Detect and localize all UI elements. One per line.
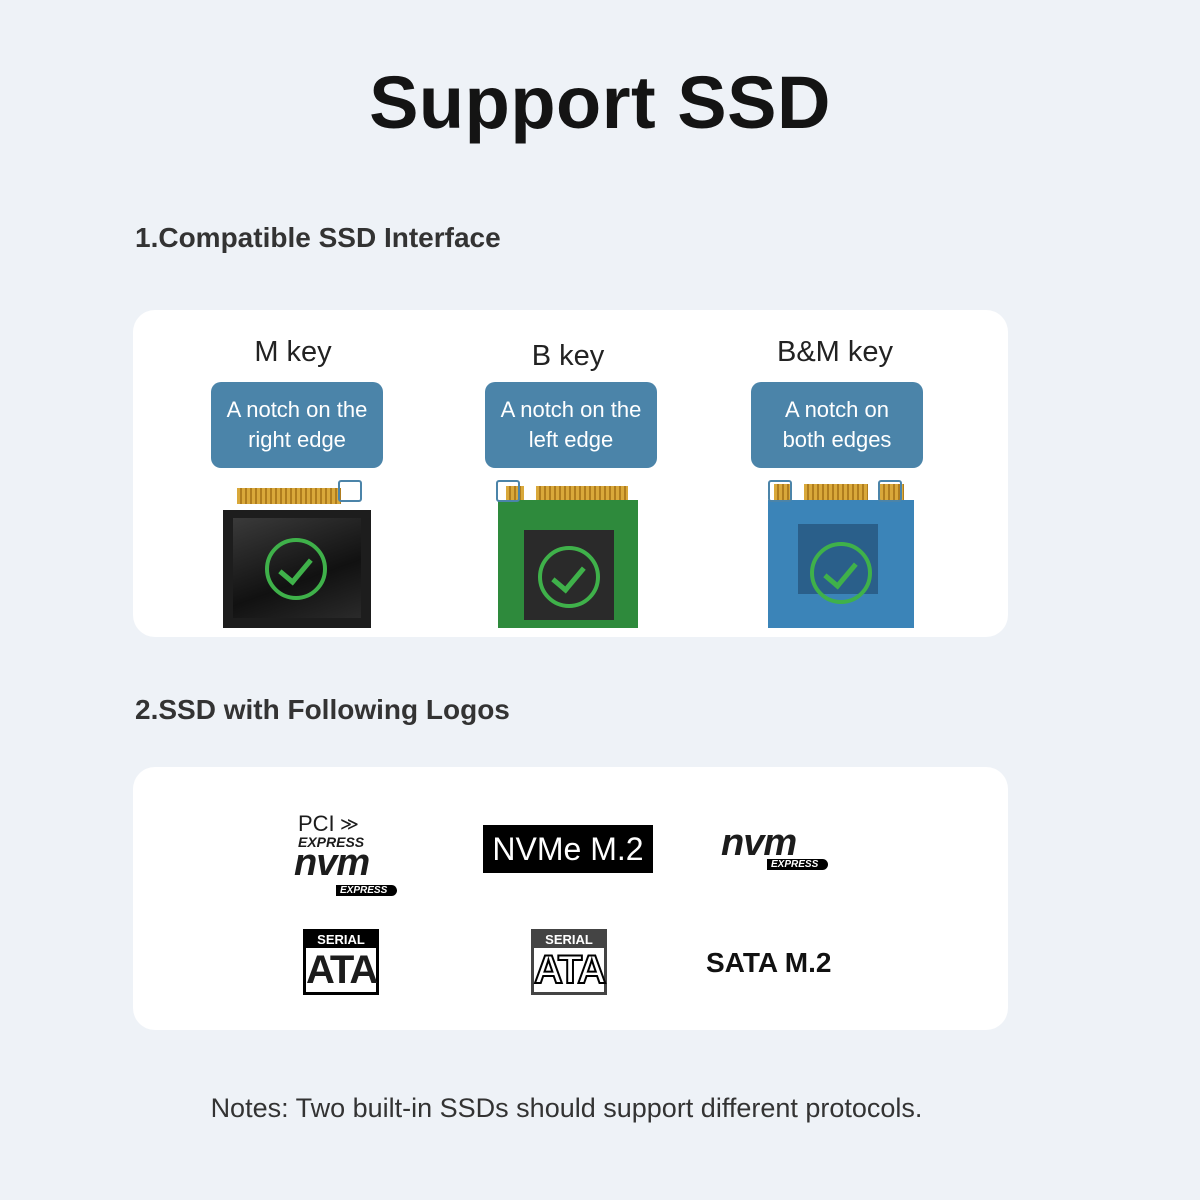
bm-key-notch-right-highlight [878, 480, 902, 502]
check-icon [538, 546, 600, 608]
bm-key-notch-left-highlight [768, 480, 792, 502]
section-heading-interface: 1.Compatible SSD Interface [135, 222, 501, 253]
check-icon [265, 538, 327, 600]
sata-m2-logo: SATA M.2 [706, 947, 832, 978]
m-key-title: M key [254, 336, 332, 368]
b-key-ssd-image [498, 486, 638, 628]
b-key-title: B key [531, 340, 605, 372]
m-key-description: A notch on the right edge [226, 397, 368, 452]
nvme-m2-logo: NVMe M.2 [483, 825, 653, 873]
bm-key-title: B&M key [776, 336, 894, 368]
b-key-notch-highlight [496, 480, 520, 502]
m-key-ssd-image [223, 488, 371, 628]
b-key-bubble: A notch on the left edge [485, 382, 657, 468]
logos-card: PCI ≫ EXPRESS nvm EXPRESS NVMe M.2 nvm E… [133, 767, 1008, 1030]
b-key-column: B key A notch on the left edge [448, 310, 688, 637]
nvm-express-logo: nvm EXPRESS [721, 823, 845, 879]
notes-text: Notes: Two built-in SSDs should support … [210, 1093, 923, 1123]
m-key-notch-highlight [338, 480, 362, 502]
check-icon [810, 542, 872, 604]
serial-ata-logo-outline: SERIAL ATA [531, 929, 607, 995]
section-heading-logos: 2.SSD with Following Logos [135, 694, 510, 725]
pci-express-nvm-logo: PCI ≫ EXPRESS nvm EXPRESS [294, 813, 416, 896]
bm-key-bubble: A notch on both edges [751, 382, 923, 468]
serial-ata-logo: SERIAL ATA [303, 929, 379, 995]
bm-key-ssd-image [768, 484, 914, 628]
bm-key-description: A notch on both edges [782, 397, 892, 452]
m-key-column: M key A notch on the right edge [173, 310, 413, 637]
interface-card: M key A notch on the right edge B key A … [133, 310, 1008, 637]
b-key-description: A notch on the left edge [500, 397, 642, 452]
bm-key-column: B&M key A notch on both edges [715, 310, 955, 637]
page-title: Support SSD [369, 61, 831, 144]
m-key-bubble: A notch on the right edge [211, 382, 383, 468]
